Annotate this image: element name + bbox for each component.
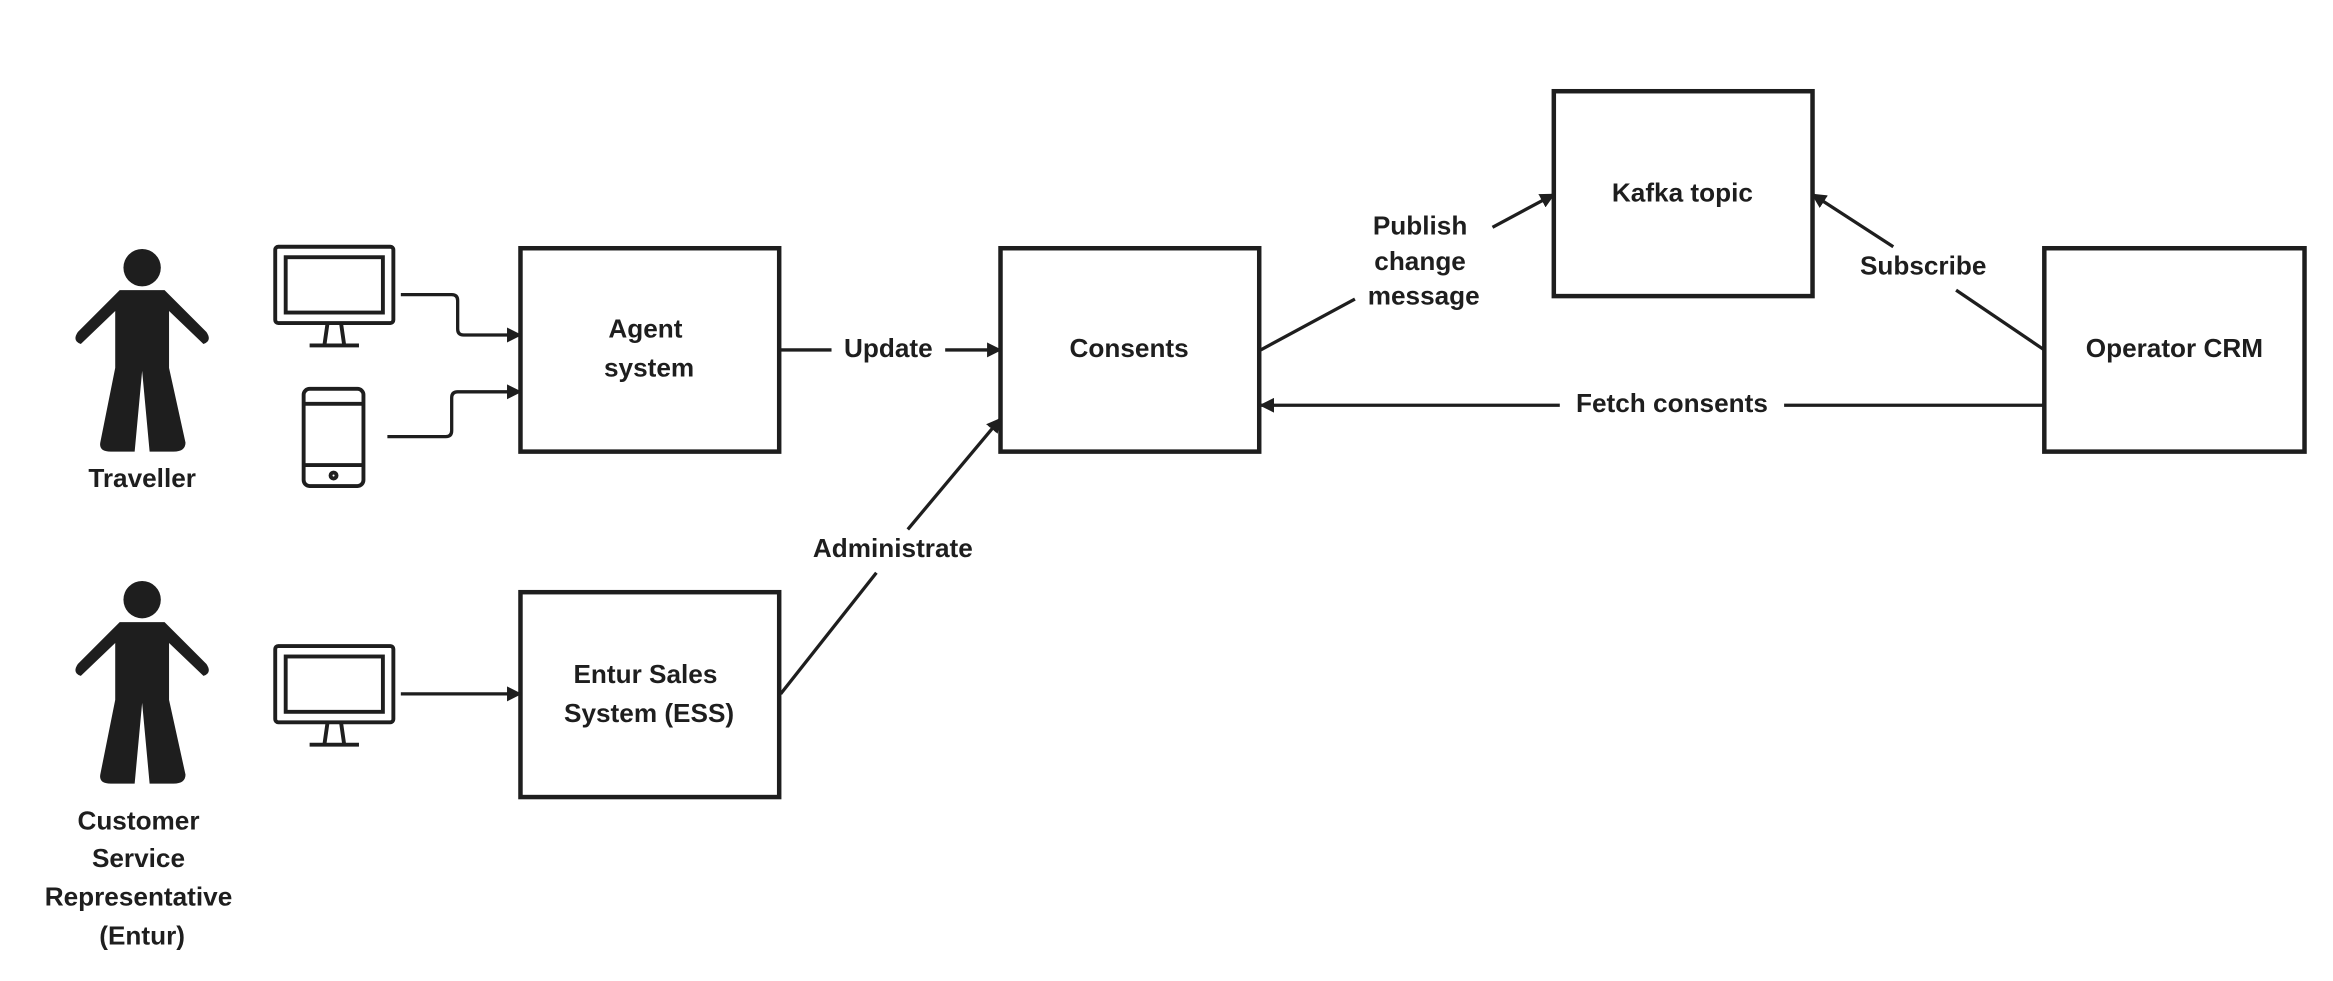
consents-node[interactable]: Consents — [998, 245, 1262, 454]
fetch-edge-label: Fetch consents — [1576, 388, 1768, 418]
mobile-phone-icon — [301, 386, 366, 488]
desktop-to-agent-arrow — [400, 292, 522, 343]
agent-system-node[interactable]: Agent system — [518, 245, 782, 454]
publish-edge-arrow — [1491, 192, 1556, 229]
csr-person-icon — [75, 580, 209, 784]
desktop-monitor-icon — [273, 244, 396, 348]
agent-system-label: Agent system — [604, 313, 694, 382]
publish-edge-label: Publish change message — [1368, 210, 1480, 310]
kafka-topic-node[interactable]: Kafka topic — [1551, 88, 1815, 299]
ess-label: Entur Sales System (ESS) — [564, 659, 734, 728]
operator-crm-node[interactable]: Operator CRM — [2042, 245, 2307, 454]
consents-label: Consents — [1070, 333, 1189, 363]
subscribe-edge-label: Subscribe — [1860, 251, 1986, 281]
subscribe-edge-arrow — [1811, 193, 1895, 249]
administrate-edge-label: Administrate — [813, 533, 973, 563]
desktop-monitor-icon — [273, 644, 396, 747]
kafka-topic-label: Kafka topic — [1612, 177, 1753, 207]
traveller-label: Traveller — [88, 463, 196, 493]
operator-crm-label: Operator CRM — [2086, 333, 2263, 363]
phone-to-agent-arrow — [387, 384, 522, 439]
traveller-person-icon — [75, 248, 209, 452]
ess-node[interactable]: Entur Sales System (ESS) — [518, 589, 782, 800]
csr-label: Customer Service Representative (Entur) — [45, 805, 240, 950]
administrate-edge-arrow — [906, 417, 1002, 531]
update-edge-label: Update — [844, 333, 933, 363]
subscribe-edge-line — [1955, 288, 2046, 352]
publish-edge-line — [1259, 297, 1356, 352]
administrate-edge-line — [779, 571, 878, 695]
